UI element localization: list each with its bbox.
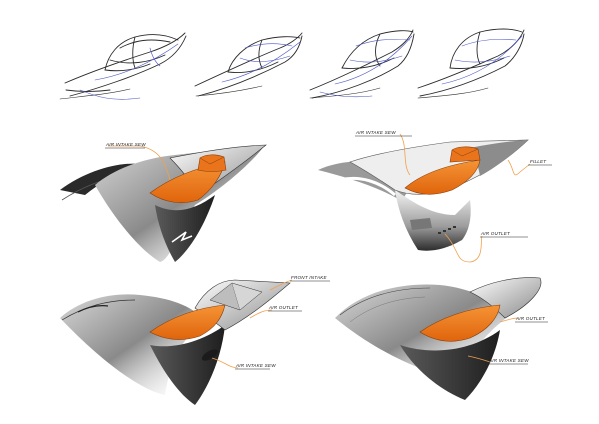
thumbnail-sketch-2 xyxy=(194,32,303,97)
render-4: AIR OUTLET AIR INTAKE SEW xyxy=(335,277,548,400)
render-1-label-air-intake: AIR INTAKE SEW xyxy=(105,142,146,147)
render-2-cockpit-seat xyxy=(404,159,481,195)
render-1-cockpit-seat xyxy=(149,161,226,203)
render-2-label-air-intake: AIR INTAKE SEW xyxy=(355,130,396,135)
render-1-leader xyxy=(108,145,171,181)
thumbnail-sketch-3 xyxy=(309,29,415,99)
render-2-nose xyxy=(470,140,528,176)
render-4-nose xyxy=(469,277,542,319)
render-3-cockpit-seat xyxy=(149,304,226,340)
render-3: FRONT INTAKE AIR OUTLET AIR INTAKE SEW xyxy=(60,275,330,405)
render-3-label-air-outlet: AIR OUTLET xyxy=(268,305,299,310)
render-3-label-air-intake: AIR INTAKE SEW xyxy=(235,363,276,368)
render-3-label-front-intake: FRONT INTAKE xyxy=(291,275,327,280)
render-2-label-fillet: FILLET xyxy=(530,159,547,164)
thumbnail-sketch-4 xyxy=(417,28,525,99)
render-2-side-panel xyxy=(395,190,471,251)
render-4-label-air-outlet: AIR OUTLET xyxy=(515,316,546,321)
render-1: AIR INTAKE SEW xyxy=(60,142,267,262)
thumbnail-sketch-1 xyxy=(59,32,187,100)
render-4-cockpit-seat xyxy=(419,304,501,342)
render-2: AIR INTAKE SEW FILLET AIR OUTLET xyxy=(318,130,552,263)
render-2-label-air-outlet: AIR OUTLET xyxy=(480,231,511,236)
render-4-label-air-intake: AIR INTAKE SEW xyxy=(488,358,529,363)
